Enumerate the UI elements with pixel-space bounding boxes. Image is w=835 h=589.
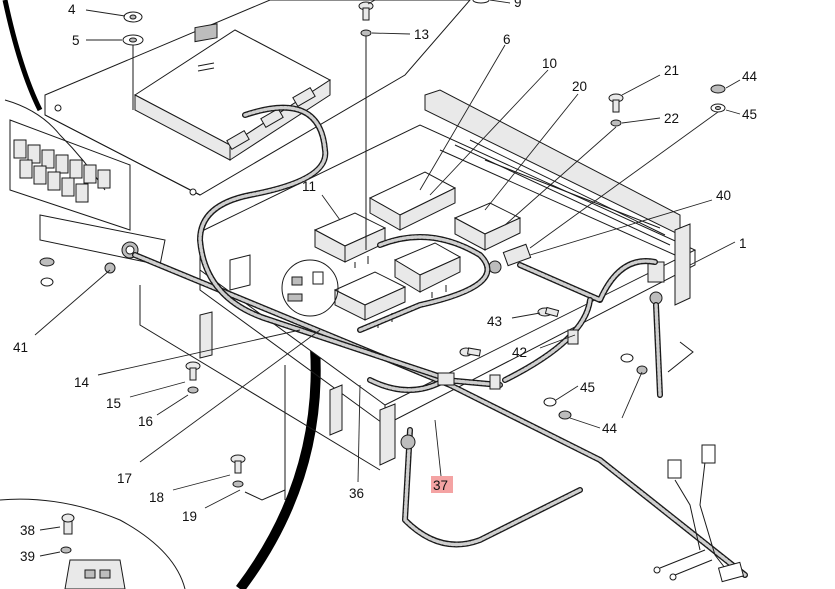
callout-labels: 4 5 9 13 6 10 20 21 22 44 45 40 1 11 43 …	[13, 0, 758, 564]
callout-22: 22	[664, 111, 679, 126]
wire-harness	[132, 104, 748, 583]
callout-44-upper: 44	[742, 69, 758, 84]
callout-11: 11	[302, 179, 316, 194]
callout-15: 15	[106, 396, 121, 411]
callout-5: 5	[72, 33, 80, 48]
callout-41: 41	[13, 340, 28, 355]
callout-20: 20	[572, 79, 587, 94]
relay-front	[333, 271, 407, 328]
detail-circle-lower	[0, 498, 186, 589]
detail-boundary-upper	[2, 0, 43, 112]
callout-4: 4	[68, 2, 76, 17]
callout-13: 13	[414, 27, 429, 42]
callout-43: 43	[487, 314, 502, 329]
callout-10: 10	[542, 56, 557, 71]
washer-9	[472, 0, 490, 4]
relay-11	[313, 212, 387, 268]
callout-37: 37	[433, 478, 448, 493]
callout-16: 16	[138, 414, 153, 429]
screw-15-16	[185, 361, 201, 394]
part-38-39-detail	[60, 513, 126, 589]
callout-6: 6	[503, 32, 511, 47]
detail-zoom-content	[287, 271, 324, 302]
screw-43	[459, 306, 560, 357]
callout-42: 42	[512, 345, 527, 360]
part-4-5-washers	[122, 11, 144, 110]
nut-44-45-lower	[543, 353, 648, 420]
leader-lines	[34, 0, 741, 557]
connector-40	[488, 243, 532, 274]
screw-18-19	[230, 454, 286, 501]
callout-37-highlight	[431, 476, 453, 493]
callout-39: 39	[20, 549, 35, 564]
part-41-nuts	[39, 257, 55, 287]
module-6-10	[368, 171, 457, 231]
bracket-1	[647, 261, 694, 373]
callout-19: 19	[182, 509, 197, 524]
screw-21-22	[608, 93, 624, 127]
module-20	[453, 202, 522, 251]
callout-40: 40	[716, 188, 731, 203]
detail-zoom-ring	[281, 259, 339, 317]
control-unit-box	[134, 23, 331, 161]
callout-18: 18	[149, 490, 164, 505]
callout-45-upper: 45	[742, 107, 757, 122]
callout-1: 1	[739, 236, 747, 251]
callout-38: 38	[20, 523, 35, 538]
detail-boundary-lower	[236, 324, 321, 589]
screw-13	[358, 1, 374, 250]
callout-9: 9	[514, 0, 522, 10]
callout-45-lower: 45	[580, 380, 595, 395]
callout-36: 36	[349, 486, 364, 501]
nut-44-45-upper	[710, 84, 726, 113]
callout-14: 14	[74, 375, 90, 390]
callout-17: 17	[117, 471, 132, 486]
relay-center	[393, 242, 462, 298]
callout-21: 21	[664, 63, 679, 78]
callout-44-lower: 44	[602, 421, 618, 436]
